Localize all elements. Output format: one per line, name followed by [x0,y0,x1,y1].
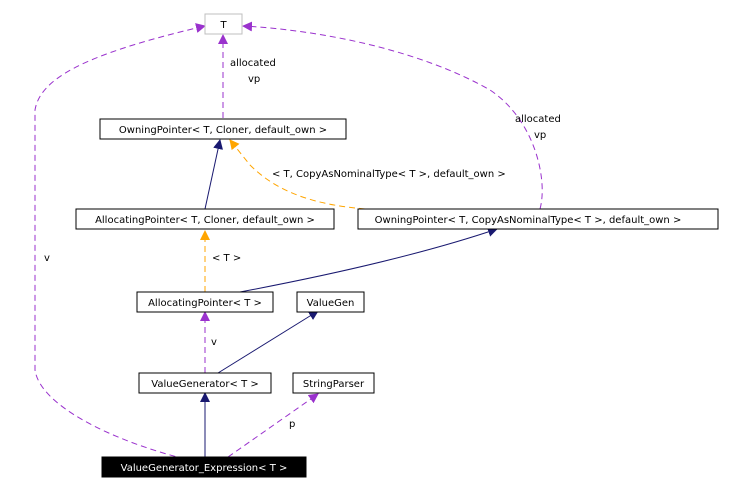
node-owning-pointer-copyas[interactable]: OwningPointer< T, CopyAsNominalType< T >… [357,208,719,230]
node-allocating-pointer-t[interactable]: AllocatingPointer< T > [136,291,274,313]
node-allocating-pointer-cloner-label: AllocatingPointer< T, Cloner, default_ow… [95,215,315,226]
edge-label-vp: vp [248,74,260,85]
node-valuegen[interactable]: ValueGen [296,291,365,313]
node-valuegenerator-expression-label: ValueGenerator_Expression< T > [121,463,288,474]
node-t-label: T [219,20,227,31]
node-allocating-pointer-t-label: AllocatingPointer< T > [148,298,262,309]
node-owning-pointer-copyas-label: OwningPointer< T, CopyAsNominalType< T >… [375,215,682,226]
node-owning-pointer-cloner-label: OwningPointer< T, Cloner, default_own > [119,125,327,136]
node-stringparser-label: StringParser [303,379,365,390]
node-valuegenerator-t-label: ValueGenerator< T > [151,379,258,390]
edge-label-t-template: < T > [212,253,241,264]
node-valuegenerator-t[interactable]: ValueGenerator< T > [138,372,272,394]
edge-label-p: p [289,419,295,430]
node-t[interactable]: T [204,13,243,35]
edge-allocating-t-inherits [239,227,498,293]
edge-valuegenerator-inherits-valuegen [217,310,319,374]
edge-expression-to-stringparser [227,393,319,458]
edge-label-v: v [211,337,217,348]
node-stringparser[interactable]: StringParser [292,372,375,394]
node-valuegen-label: ValueGen [307,298,355,309]
edge-label-allocated: allocated [230,58,276,69]
edge-label-vp: vp [534,130,546,141]
edge-owning-copyas-to-t [242,21,543,210]
edge-label-v: v [44,253,50,264]
edge-expression-to-t [34,23,206,460]
edge-label-copyas-template: < T, CopyAsNominalType< T >, default_own… [272,169,506,180]
node-valuegenerator-expression[interactable]: ValueGenerator_Expression< T > [101,456,307,478]
node-allocating-pointer-cloner[interactable]: AllocatingPointer< T, Cloner, default_ow… [75,208,335,230]
edge-copyas-template-instance [229,139,366,210]
node-owning-pointer-cloner[interactable]: OwningPointer< T, Cloner, default_own > [99,118,347,140]
edge-allocating-cloner-inherits [204,139,223,210]
edge-label-allocated: allocated [515,114,561,125]
